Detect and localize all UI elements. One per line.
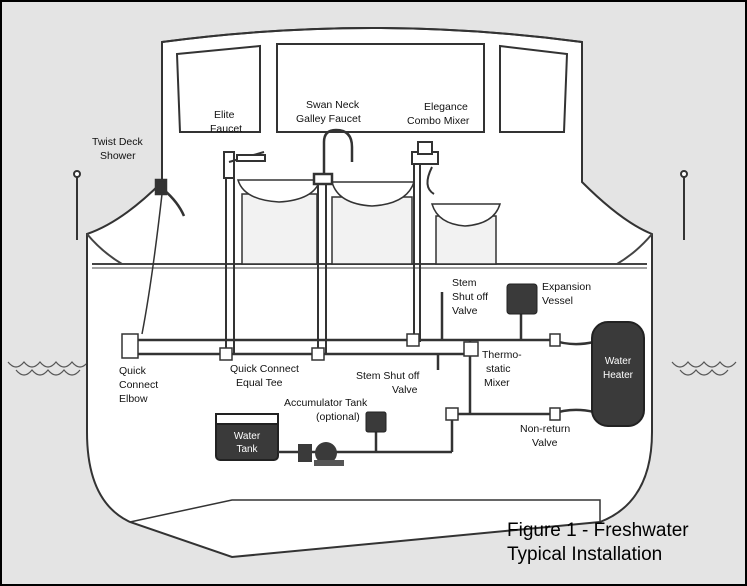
water-tank-top: [215, 413, 279, 425]
elegance-mixer-fixture: [411, 141, 439, 342]
keel: [129, 499, 601, 523]
label-accumulator: Accumulator Tank(optional): [284, 397, 368, 423]
elite-faucet-fixture: [223, 151, 266, 354]
sinks: [236, 179, 502, 265]
rail-posts: [73, 170, 688, 240]
expansion-vessel: [506, 283, 538, 315]
fittings: [121, 333, 561, 421]
water-heater: [591, 321, 645, 427]
deck-shower-fixture: [141, 178, 186, 335]
swan-neck-faucet-fixture: [312, 128, 354, 354]
cabin-windows: [175, 43, 569, 133]
water-pump: [298, 442, 344, 466]
water-waves: [7, 361, 737, 376]
cabin-roof: [161, 27, 583, 43]
accumulator-tank: [365, 411, 387, 433]
